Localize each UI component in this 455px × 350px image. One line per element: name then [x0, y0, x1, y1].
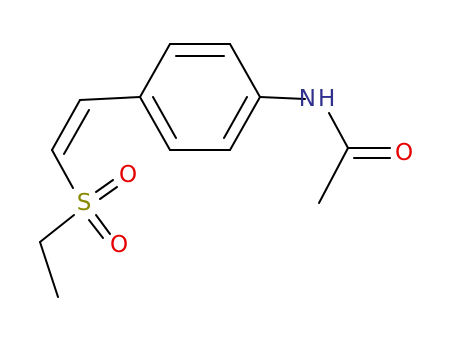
sulfur-oxygen-bottom-bond-b — [88, 219, 104, 239]
ring-bond-lower-right — [229, 96, 261, 151]
atom-labels: NH O S O O — [77, 86, 413, 258]
vinyl-sulfone-chain — [39, 96, 141, 298]
sulfur-to-ethyl-bond — [39, 214, 75, 243]
sulfur-oxygen-top-bond-a — [95, 179, 114, 193]
sulfur-label: S — [77, 190, 92, 216]
vinyl-double-bond — [51, 99, 81, 151]
ring-bond-lower-left-inner — [152, 96, 177, 139]
sulfur-oxygen-top-bond-b — [99, 186, 118, 200]
sulfonyl-oxygen-top-label: O — [119, 162, 137, 188]
ring-to-nitrogen-bond — [259, 96, 306, 100]
carbonyl-oxygen-label: O — [395, 140, 413, 166]
nitrogen-symbol: N — [299, 86, 316, 112]
ring-bond-lower-left — [139, 96, 171, 151]
ethyl-bond — [39, 241, 59, 298]
ring-bond-lower-right-inner — [223, 96, 248, 139]
sulfonyl-oxygen-bottom-label: O — [110, 232, 128, 258]
nitrogen-to-carbonyl-bond — [328, 112, 349, 149]
vinyl-to-sulfur-bond — [51, 149, 74, 189]
vinyl-double-bond-inner — [63, 109, 90, 155]
ring-bond-upper-left — [139, 43, 171, 98]
benzene-ring — [139, 43, 261, 151]
ring-bond-upper-right — [229, 43, 261, 98]
ring-to-vinyl-bond — [79, 96, 141, 101]
nitrogen-hydrogen: H — [318, 86, 335, 112]
nitrogen-label: NH — [299, 86, 336, 112]
carbonyl-to-methyl-bond — [318, 147, 349, 204]
sulfur-oxygen-bottom-bond-a — [95, 214, 111, 235]
acetamide-group — [259, 96, 391, 204]
